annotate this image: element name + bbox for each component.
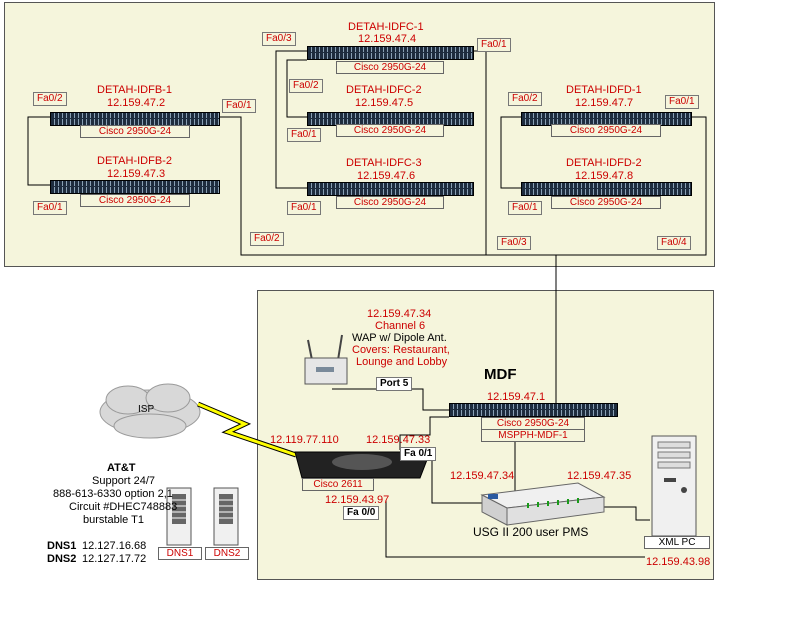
port-label: Fa0/1	[508, 201, 542, 215]
idfb1-ip: 12.159.47.2	[107, 97, 166, 109]
isp-cloud	[99, 383, 201, 439]
dns2-server	[213, 487, 239, 546]
wap-covers-1: Covers: Restaurant,	[352, 344, 450, 356]
port5-label: Port 5	[376, 377, 413, 391]
usg-ip-left: 12.159.47.34	[450, 470, 515, 482]
idfc1-model: Cisco 2950G-24	[336, 61, 444, 74]
fa00-label: Fa 0/0	[343, 506, 380, 520]
port-label: Fa0/1	[287, 201, 321, 215]
idfc3-ip: 12.159.47.6	[357, 170, 416, 182]
idfd1-name: DETAH-IDFD-1	[566, 84, 642, 96]
isp-phone: 888-613-6330 option 2,1	[53, 488, 173, 500]
idfd2-name: DETAH-IDFD-2	[566, 157, 642, 169]
isp-carrier: AT&T	[107, 462, 136, 474]
wap-desc: WAP w/ Dipole Ant.	[352, 332, 447, 344]
usg-device	[480, 482, 606, 526]
xml-pc-ip: 12.159.43.98	[646, 556, 711, 568]
mdf-switch-ip: 12.159.47.1	[487, 391, 546, 403]
wire-idfd1-idfd2	[500, 116, 521, 189]
port-label: Fa0/2	[33, 92, 67, 106]
wire-usg-xml	[602, 506, 650, 521]
dns1-server	[166, 487, 192, 546]
isp-support: Support 24/7	[92, 475, 155, 487]
wire-idfb1-idfb2	[27, 116, 50, 186]
port-label: Fa0/3	[262, 32, 296, 46]
usg-label: USG II 200 user PMS	[473, 525, 589, 539]
idfb2-model: Cisco 2950G-24	[80, 194, 190, 207]
xml-pc-tower	[651, 435, 697, 537]
wap-antennas	[307, 334, 343, 361]
port-label: Fa0/1	[665, 95, 699, 109]
dns2-ip: 12.127.17.72	[82, 553, 147, 565]
port-label: Fa0/1	[222, 99, 256, 113]
mdf-switch-name: MSPPH-MDF-1	[481, 429, 585, 442]
wap-channel: Channel 6	[375, 320, 426, 332]
idfc3-name: DETAH-IDFC-3	[346, 157, 422, 169]
wire-idfc1-right	[472, 50, 487, 255]
fa01-label: Fa 0/1	[400, 447, 437, 461]
switch-mdf	[449, 403, 618, 417]
wap-covers-2: Lounge and Lobby	[356, 356, 448, 368]
port-label: Fa0/2	[289, 79, 323, 93]
dns1-label: DNS1	[47, 540, 77, 552]
wap-ip: 12.159.47.34	[367, 308, 432, 320]
switch-idfb1	[50, 112, 220, 126]
idfc1-name: DETAH-IDFC-1	[348, 21, 424, 33]
dns2-label: DNS2	[47, 553, 77, 565]
idfd2-model: Cisco 2950G-24	[551, 196, 661, 209]
port-label: Fa0/1	[477, 38, 511, 52]
switch-idfb2	[50, 180, 220, 194]
router-model: Cisco 2611	[302, 478, 374, 491]
idfc2-name: DETAH-IDFC-2	[346, 84, 422, 96]
port-label: Fa0/2	[508, 92, 542, 106]
isp-circuit: Circuit #DHEC748883	[69, 501, 178, 513]
idfc2-model: Cisco 2950G-24	[336, 124, 444, 137]
router-ip-fa00: 12.159.43.97	[325, 494, 390, 506]
idfc1-ip: 12.159.47.4	[358, 33, 417, 45]
idfd1-model: Cisco 2950G-24	[551, 124, 661, 137]
idfb1-model: Cisco 2950G-24	[80, 125, 190, 138]
switch-idfc3	[307, 182, 474, 196]
port-label: Fa0/1	[33, 201, 67, 215]
switch-idfd2	[521, 182, 692, 196]
dns1-ip: 12.127.16.68	[82, 540, 147, 552]
wire-wap-mdf	[332, 388, 449, 411]
wire-idfb1-down	[218, 116, 556, 256]
idfd2-ip: 12.159.47.8	[575, 170, 634, 182]
port-label: Fa0/1	[287, 128, 321, 142]
wire-mdf-router	[399, 416, 449, 450]
port-label: Fa0/2	[250, 232, 284, 246]
port-label: Fa0/4	[657, 236, 691, 250]
idfc3-model: Cisco 2950G-24	[336, 196, 444, 209]
idfb1-name: DETAH-IDFB-1	[97, 84, 172, 96]
idfd1-ip: 12.159.47.7	[575, 97, 634, 109]
dns1-server-label: DNS1	[158, 547, 202, 560]
router-ip-lan: 12.159.47.33	[366, 434, 431, 446]
idfb2-name: DETAH-IDFB-2	[97, 155, 172, 167]
wire-idfc1-idfc3	[275, 50, 307, 189]
wire-idfd1-down	[556, 116, 707, 256]
xml-pc-label: XML PC	[644, 536, 710, 549]
switch-idfc1	[307, 46, 474, 60]
mdf-title: MDF	[484, 366, 517, 383]
isp-service: burstable T1	[83, 514, 144, 526]
idfb2-ip: 12.159.47.3	[107, 168, 166, 180]
router-ip-wan: 12.119.77.110	[270, 434, 339, 446]
usg-ip-right: 12.159.47.35	[567, 470, 632, 482]
dns2-server-label: DNS2	[205, 547, 249, 560]
wire-idfc1-idfc2	[286, 59, 307, 118]
isp-label: ISP	[138, 404, 155, 415]
router-body	[294, 451, 431, 479]
wire-router-xml	[385, 500, 645, 558]
idfc2-ip: 12.159.47.5	[355, 97, 414, 109]
port-label: Fa0/3	[497, 236, 531, 250]
